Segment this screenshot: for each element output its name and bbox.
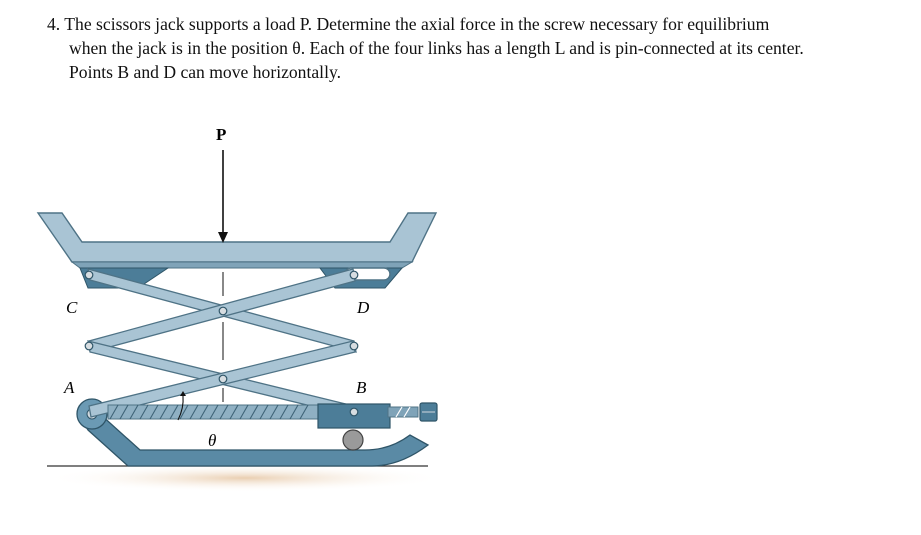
pin-b: [349, 407, 359, 417]
scissors-jack-figure: P C D A B θ: [36, 125, 445, 492]
screw: [107, 402, 438, 429]
problem-line-1: 4. The scissors jack supports a load P. …: [47, 12, 907, 36]
pin-d: [349, 270, 359, 280]
angle-indicator: [177, 391, 186, 421]
pin-center-upper: [218, 306, 228, 316]
problem-line-3: Points B and D can move horizontally.: [69, 62, 342, 82]
point-label-d: D: [356, 298, 370, 317]
problem-text-1: The scissors jack supports a load P. Det…: [64, 14, 770, 34]
pin-right-middle: [349, 341, 359, 351]
pin-left-middle: [84, 341, 94, 351]
point-label-c: C: [66, 298, 78, 317]
problem-statement: 4. The scissors jack supports a load P. …: [47, 12, 907, 84]
load-label: P: [216, 125, 226, 144]
point-label-b: B: [356, 378, 367, 397]
pin-c: [84, 270, 94, 280]
roller-wheel: [342, 429, 364, 451]
problem-line-2: when the jack is in the position θ. Each…: [69, 38, 804, 58]
ground-shadow: [45, 464, 445, 492]
point-label-a: A: [63, 378, 75, 397]
problem-number: 4.: [47, 14, 61, 34]
angle-label: θ: [208, 431, 216, 450]
pin-center-lower: [218, 374, 228, 384]
pins: [84, 270, 359, 417]
scissor-links: [87, 268, 357, 418]
jack-base: [76, 398, 430, 467]
load-arrow: [218, 150, 228, 243]
